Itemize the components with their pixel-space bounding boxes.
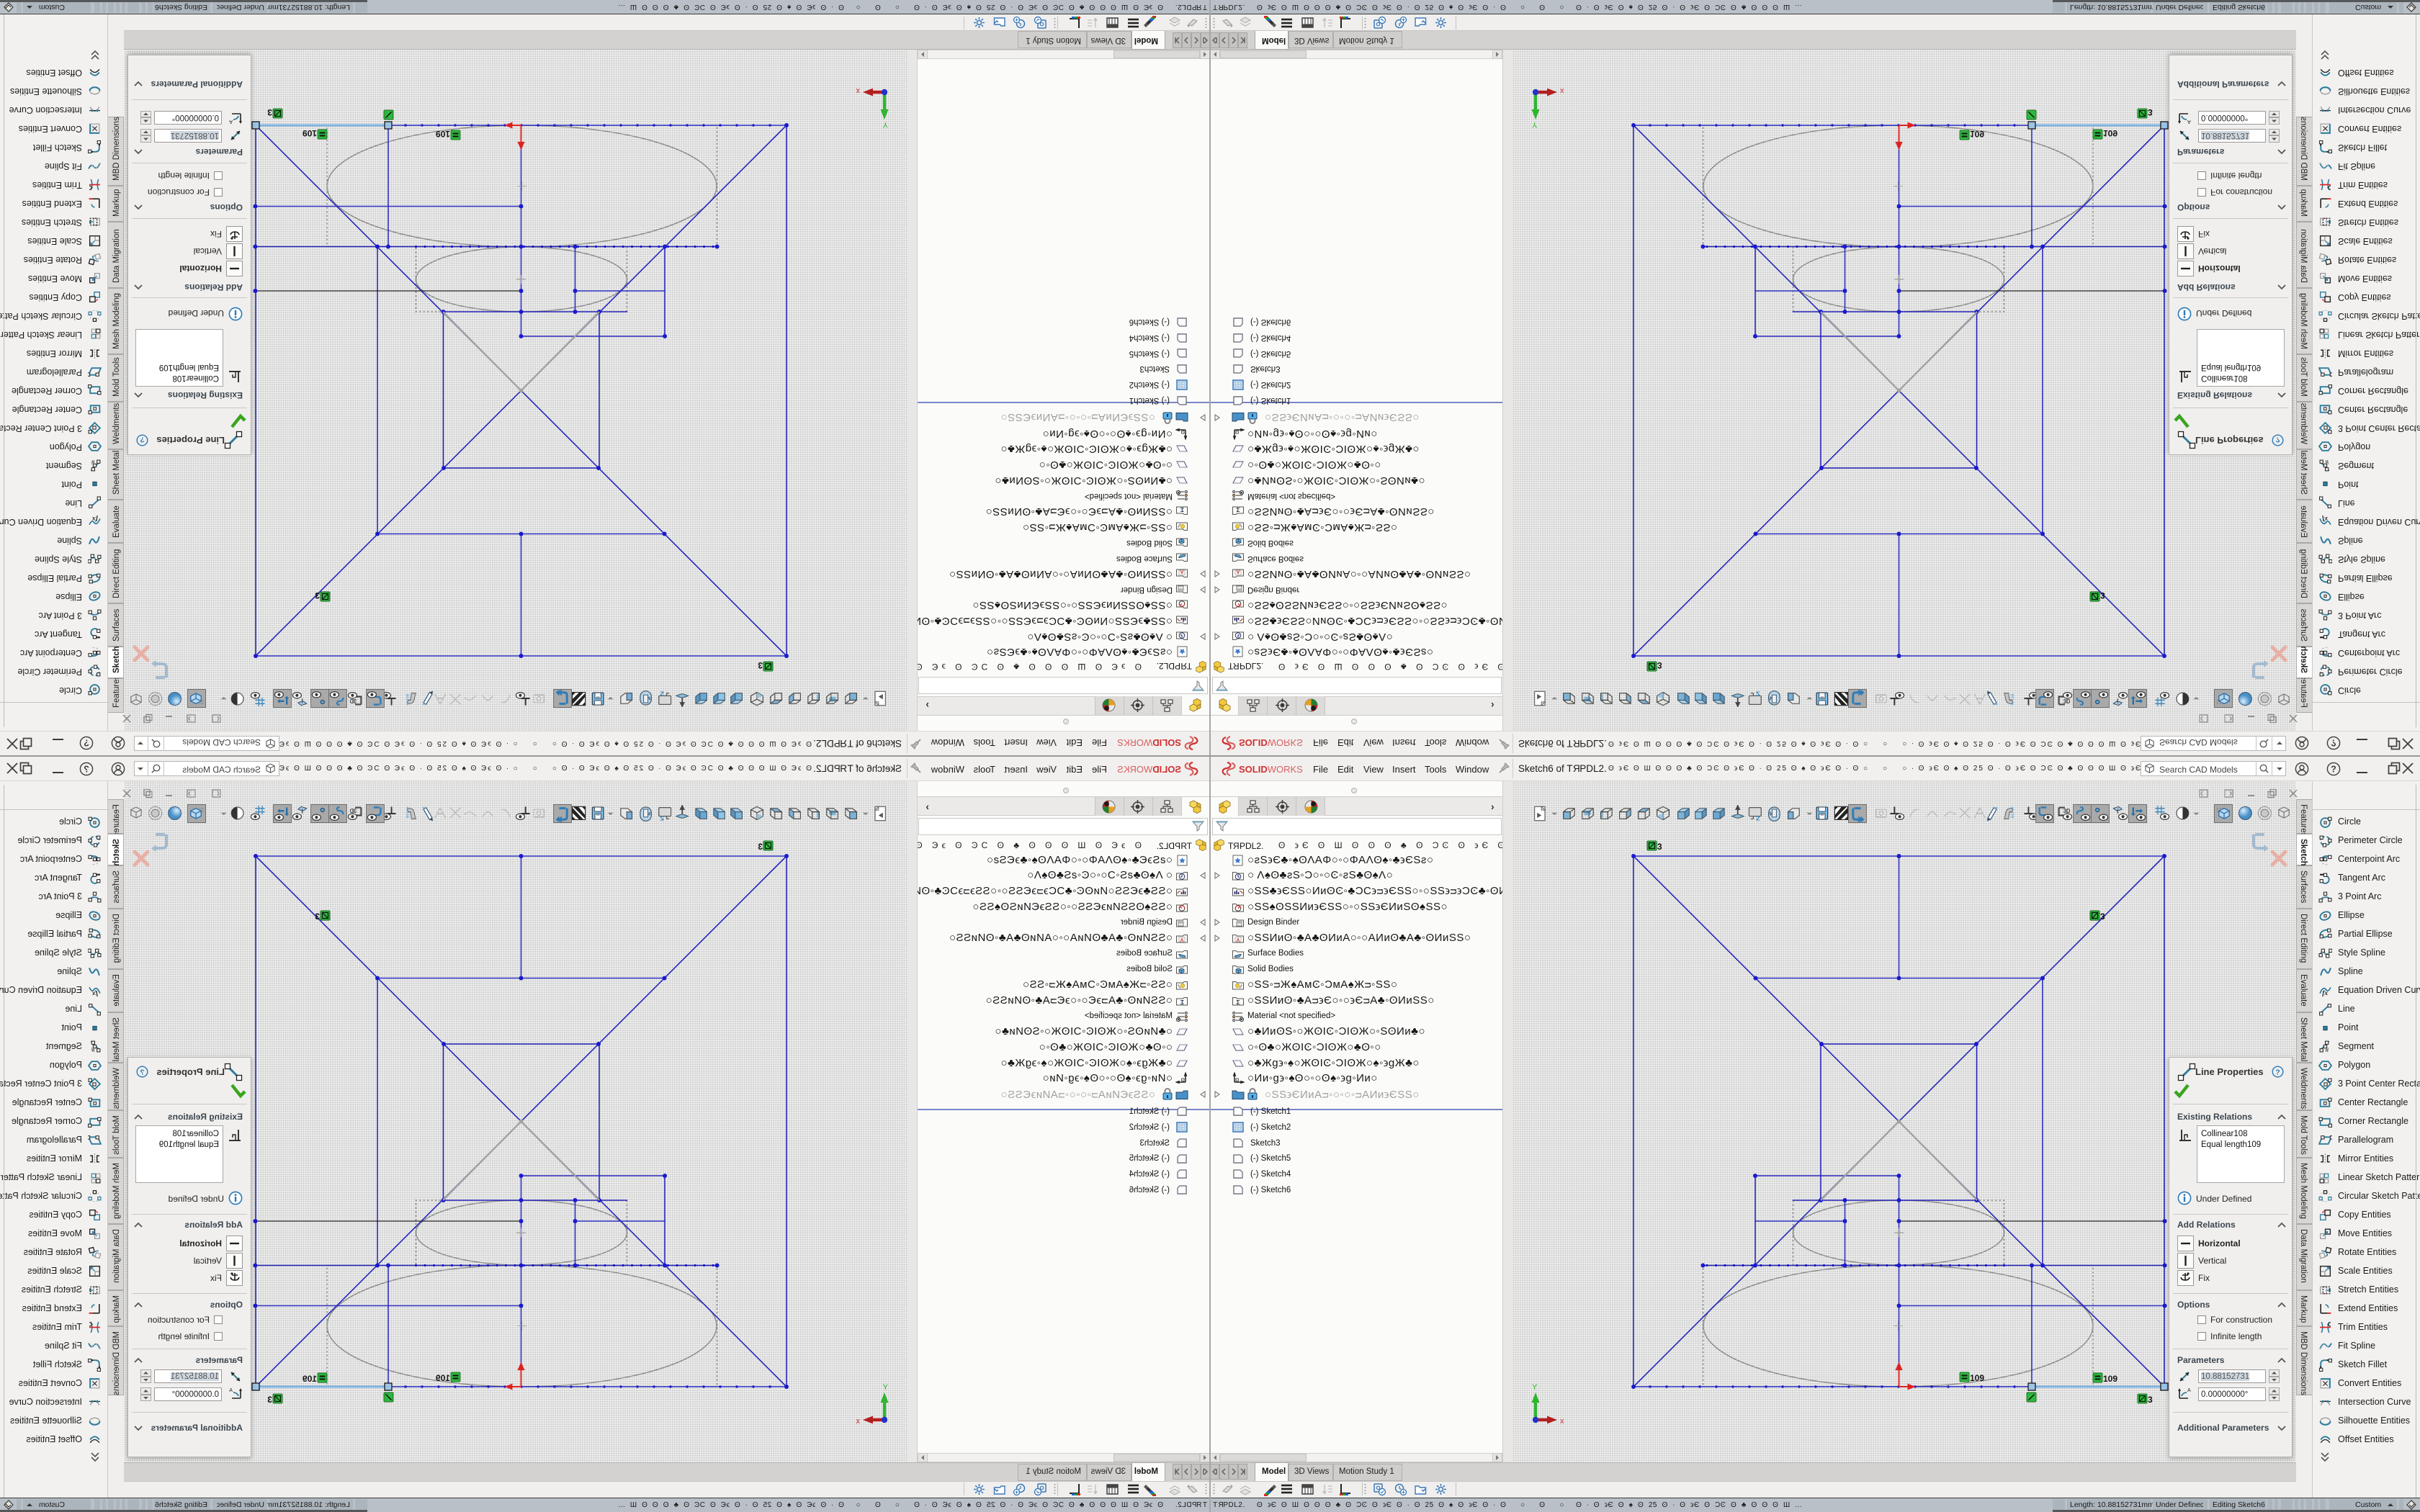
svg-text:3: 3 <box>2100 912 2105 922</box>
svg-text:#: # <box>91 1045 95 1053</box>
svg-text:fx: fx <box>2322 989 2328 996</box>
svg-text:x: x <box>856 86 860 95</box>
svg-text:fx: fx <box>2322 516 2328 523</box>
svg-text:?: ? <box>2331 765 2336 775</box>
svg-text:#: # <box>2326 1045 2329 1053</box>
svg-text:fx: fx <box>92 516 98 523</box>
svg-text:3: 3 <box>1657 660 1662 670</box>
svg-text:SOLIDWORKS: SOLIDWORKS <box>1239 764 1303 775</box>
svg-text:3: 3 <box>2148 107 2153 117</box>
svg-text:Σ: Σ <box>1180 999 1183 1006</box>
svg-text:3: 3 <box>267 107 272 117</box>
svg-text:Σ: Σ <box>1236 999 1240 1006</box>
svg-text:Y: Y <box>1532 1383 1538 1392</box>
svg-text:?: ? <box>2275 435 2280 444</box>
svg-text:#: # <box>2326 459 2329 467</box>
svg-text:109: 109 <box>436 129 450 139</box>
svg-text:x: x <box>1560 86 1564 95</box>
svg-text:SOLIDWORKS: SOLIDWORKS <box>1117 764 1181 775</box>
svg-text:3D: 3D <box>2063 698 2071 704</box>
svg-text:Y: Y <box>882 120 888 129</box>
svg-text:3: 3 <box>267 1395 272 1405</box>
svg-text:x: x <box>1560 1417 1564 1426</box>
svg-text:109: 109 <box>436 1373 450 1383</box>
svg-text:A: A <box>1237 937 1240 942</box>
svg-text:Σ: Σ <box>1236 506 1240 513</box>
svg-text:3: 3 <box>758 660 763 670</box>
svg-text:A: A <box>1180 937 1183 942</box>
svg-text:?: ? <box>84 765 89 775</box>
svg-text:109: 109 <box>2103 1374 2118 1384</box>
svg-text:2: 2 <box>660 690 664 697</box>
svg-text:109: 109 <box>302 1374 317 1384</box>
svg-text:109: 109 <box>2103 128 2118 138</box>
svg-text:3: 3 <box>758 842 763 852</box>
svg-text:SOLIDWORKS: SOLIDWORKS <box>1117 737 1181 748</box>
svg-text:2: 2 <box>660 815 664 822</box>
svg-text:fx: fx <box>92 989 98 996</box>
svg-text:Σ: Σ <box>1180 506 1183 513</box>
svg-text:2: 2 <box>1756 690 1760 697</box>
svg-text:?: ? <box>2331 738 2336 748</box>
svg-text:3: 3 <box>315 590 320 600</box>
svg-text:3D: 3D <box>2063 808 2071 814</box>
svg-text:109: 109 <box>1970 1373 1984 1383</box>
svg-text:A: A <box>1237 570 1240 575</box>
svg-text:A: A <box>229 119 233 124</box>
svg-text:3: 3 <box>1657 842 1662 852</box>
svg-text:3D: 3D <box>349 698 357 704</box>
svg-text:#: # <box>91 459 95 467</box>
svg-text:2: 2 <box>1756 815 1760 822</box>
svg-text:SOLIDWORKS: SOLIDWORKS <box>1239 737 1303 748</box>
svg-text:A: A <box>2187 1388 2191 1393</box>
svg-text:A: A <box>1180 570 1183 575</box>
svg-text:109: 109 <box>1970 129 1984 139</box>
svg-text:3: 3 <box>2100 590 2105 600</box>
svg-text:3: 3 <box>315 912 320 922</box>
svg-text:?: ? <box>2275 1068 2280 1077</box>
svg-text:Y: Y <box>882 1383 888 1392</box>
svg-text:?: ? <box>140 1068 144 1077</box>
svg-text:A: A <box>2187 119 2191 124</box>
svg-text:?: ? <box>140 435 144 444</box>
svg-text:109: 109 <box>302 128 317 138</box>
svg-text:x: x <box>856 1417 860 1426</box>
svg-text:3: 3 <box>2148 1395 2153 1405</box>
svg-text:Y: Y <box>1532 120 1538 129</box>
svg-text:3D: 3D <box>349 808 357 814</box>
svg-text:A: A <box>229 1388 233 1393</box>
svg-text:?: ? <box>84 738 89 748</box>
